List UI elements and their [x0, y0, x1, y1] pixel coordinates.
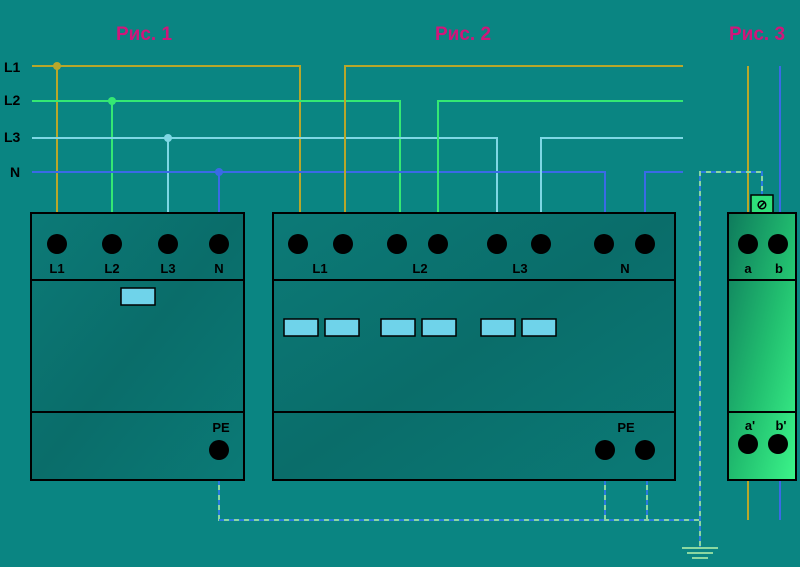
device-fig1: L1 L2 L3 N PE — [30, 212, 245, 481]
wire-l2-fig1 — [32, 100, 401, 213]
bus-label-l2: L2 — [4, 92, 21, 108]
terminal-screw — [428, 234, 448, 254]
terminal-label-l3: L3 — [160, 261, 175, 276]
terminal-label-n: N — [214, 261, 223, 276]
wire-l3-fig1 — [32, 137, 498, 213]
device-fig3: ⊘ a b a' b' — [727, 194, 797, 481]
terminal-label-a-prime: a' — [745, 418, 755, 433]
terminal-label-b: b — [775, 261, 783, 276]
figure-title-1: Рис. 1 — [116, 24, 172, 45]
terminal-screw — [158, 234, 178, 254]
device-fig2: L1 L2 L3 N PE — [272, 212, 676, 481]
bus-label-n: N — [10, 164, 20, 180]
junction-dot-n — [215, 168, 223, 176]
terminal-label-l2: L2 — [104, 261, 119, 276]
terminal-screw — [102, 234, 122, 254]
terminal-screw — [387, 234, 407, 254]
junction-dot-l1 — [53, 62, 61, 70]
pe-wire — [218, 171, 763, 548]
terminal-label-l2: L2 — [412, 261, 427, 276]
terminal-label-l3: L3 — [512, 261, 527, 276]
status-indicator — [324, 318, 360, 337]
status-indicator — [521, 318, 557, 337]
terminal-screw — [594, 234, 614, 254]
null-symbol-icon: ⊘ — [757, 197, 768, 212]
figure-title-3: Рис. 3 — [729, 24, 785, 45]
pe-terminal-screw — [635, 440, 655, 460]
terminal-label-l1: L1 — [312, 261, 327, 276]
wire-l3-fig2 — [540, 137, 683, 213]
junction-dot-l2 — [108, 97, 116, 105]
pe-label: PE — [212, 420, 230, 435]
status-indicator — [120, 287, 156, 306]
bus-label-l3: L3 — [4, 129, 21, 145]
terminal-screw — [531, 234, 551, 254]
bus-label-l1: L1 — [4, 59, 21, 75]
wire-l2-fig2 — [437, 100, 683, 213]
terminal-screw — [209, 234, 229, 254]
status-indicator — [480, 318, 516, 337]
terminal-label-a: a — [744, 261, 752, 276]
pe-terminal-screw — [595, 440, 615, 460]
junction-dot-l3 — [164, 134, 172, 142]
terminal-screw — [768, 234, 788, 254]
pe-label: PE — [617, 420, 635, 435]
terminal-screw — [333, 234, 353, 254]
pe-terminal-screw — [209, 440, 229, 460]
terminal-screw — [635, 234, 655, 254]
wire-n-fig1 — [32, 171, 606, 213]
terminal-label-b-prime: b' — [775, 418, 786, 433]
status-indicator — [283, 318, 319, 337]
status-indicator — [380, 318, 416, 337]
terminal-screw — [738, 434, 758, 454]
terminal-label-n: N — [620, 261, 629, 276]
terminal-screw — [47, 234, 67, 254]
status-indicator — [421, 318, 457, 337]
wire-l1-fig2 — [344, 65, 683, 213]
terminal-screw — [487, 234, 507, 254]
terminal-screw — [768, 434, 788, 454]
terminal-screw — [738, 234, 758, 254]
terminal-screw — [288, 234, 308, 254]
wire-l1-fig1 — [32, 65, 301, 213]
figure-title-2: Рис. 2 — [435, 24, 491, 45]
ground-icon — [682, 547, 718, 559]
wire-n-fig2 — [644, 171, 683, 213]
terminal-label-l1: L1 — [49, 261, 64, 276]
